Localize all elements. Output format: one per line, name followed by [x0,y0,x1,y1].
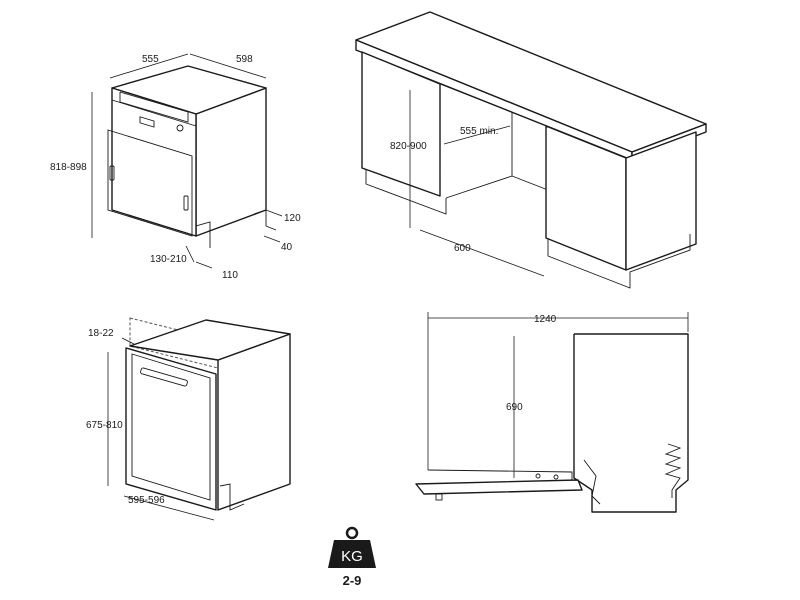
dim-plinth-height-label: 120 [284,213,301,224]
dim-line-width [189,53,267,79]
semi-integrated-dishwasher: 555 598 818-898 120 40 130-210 110 [50,53,301,281]
control-panel-edge [111,99,197,127]
door-front [107,129,193,237]
integrated-side-panel [217,333,291,511]
fully-integrated-dishwasher: 18-22 675-810 595-596 [86,317,291,521]
weight-badge: KG 2-9 [328,526,376,588]
dim-niche-width-label: 600 [454,243,471,254]
dim-line-depth [109,53,189,79]
door-handle-left [109,165,115,181]
weight-icon-ring [345,526,359,540]
integrated-door-front [125,347,217,511]
left-cabinet-front [361,51,441,197]
dim-line-plinth-offset [263,235,281,243]
basket-rack-right [664,443,682,498]
dim-line-door-thickness [121,337,135,345]
dim-line-door-width [123,495,215,521]
dim-plinth-depth-label: 110 [222,270,238,281]
door-foot [435,493,443,501]
dim-width-label: 598 [236,54,253,65]
integrated-plinth [219,483,245,511]
dim-door-bottom-label: 130-210 [150,254,187,265]
dim-door-height-label: 675-810 [86,420,123,431]
right-cabinet-plinth [547,234,691,289]
door-handle-right [183,195,189,211]
niche-back-top [439,83,513,113]
dim-door-width-label: 595-596 [128,495,165,506]
hinge-bolt-1 [535,473,541,479]
integrated-top-panel [129,319,291,361]
dim-height-label: 818-898 [50,162,87,173]
left-cabinet-plinth [365,170,447,215]
right-cabinet-side [625,131,697,271]
weight-unit: KG [341,548,363,565]
control-knob-icon [176,124,184,132]
dim-line-plinth-depth [195,261,213,269]
control-panel-display [139,116,155,128]
dim-depth-label: 555 [142,54,159,65]
open-door-rail [427,469,573,480]
open-door [415,479,583,495]
integrated-door-handle [140,367,188,387]
weight-range: 2-9 [343,573,362,588]
dim-line-door-bottom [185,245,195,263]
dim-niche-height-label: 820-900 [390,141,427,152]
dim-line-niche-width [419,229,545,277]
dim-line-niche-depth [443,125,511,145]
hinge-bolt-2 [553,474,559,480]
appliance-body-outline [573,333,689,513]
niche-floor [511,175,549,191]
dim-line-plinth-height [265,209,283,217]
dim-plinth-offset-label: 40 [281,242,293,253]
door-open-side-view: 1240 690 [415,312,689,513]
dim-total-depth-label: 1240 [534,314,557,325]
dim-door-thickness-label: 18-22 [88,328,114,339]
basket-rack-left [583,459,601,505]
control-panel-recess [119,91,189,123]
plinth-step [195,221,211,248]
weight-icon [328,540,376,568]
plinth-back [253,209,277,231]
dim-niche-depth-label: 555 min. [460,126,498,137]
kitchen-cabinet: 820-900 555 min. 600 [355,11,707,289]
niche-back-wall [445,112,513,199]
dim-open-height-label: 690 [506,402,523,413]
integrated-door-inset [131,353,211,501]
